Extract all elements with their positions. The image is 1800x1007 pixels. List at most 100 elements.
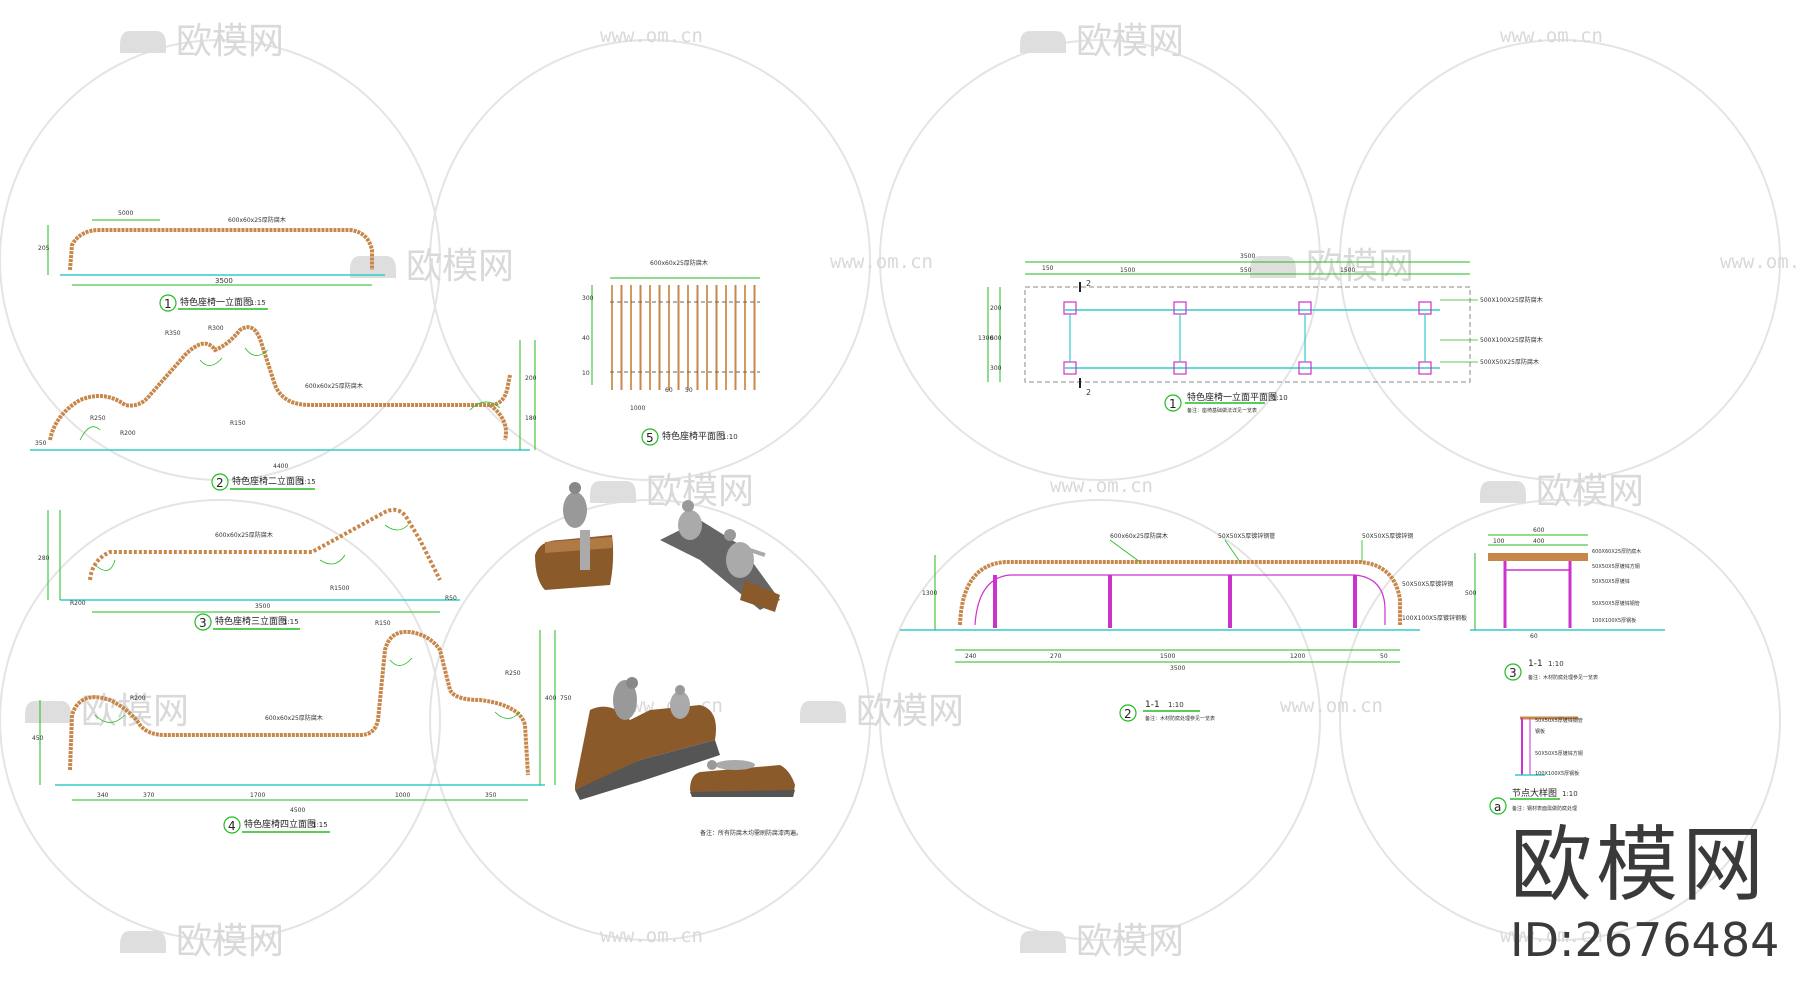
view-number: 2 [216,476,224,490]
sofa-logo-icon [590,481,636,503]
dim-text: 3500 [255,603,270,610]
material-label: 100X100X5厚钢板 [1535,770,1579,777]
view-scale: 1:10 [1168,701,1184,709]
dim-text: 300 [582,295,594,302]
sofa-logo-icon [1020,31,1066,53]
dim-text: R200 [70,600,86,607]
dim-text: 40 [582,335,590,342]
right-view-a-detail: 50X50X5厚镀锌钢管 钢板 50X50X5厚镀锌方钢 100X100X5厚钢… [1489,716,1583,815]
view-number: 5 [646,431,654,445]
bench-2-profile [48,325,512,441]
dim-text: R200 [120,430,136,437]
bench-3d-render-4 [690,760,795,797]
sofa-logo-icon [120,931,166,953]
material-label: 100X100X5厚镀锌钢板 [1402,614,1467,622]
dim-text: 270 [1050,653,1062,660]
post-footing [1418,301,1432,375]
post-footing [1063,301,1077,375]
right-view-2-section: 600x60x25厚防腐木 50X50X5厚镀锌钢管 50X50X5厚镀锌钢 5… [900,532,1467,722]
dim-text: 750 [560,695,572,702]
view-title: 特色座椅平面图 [662,430,725,442]
dim-text: 350 [35,440,47,447]
sofa-logo-icon [1250,256,1296,278]
material-text: 600x60x25厚防腐木 [305,382,363,390]
watermark-site-name: 欧模网 [1076,921,1184,962]
dim-text: 4500 [290,807,305,814]
view-note: 备注：座椅基础做法详见一览表 [1187,407,1257,414]
dim-text: R150 [230,420,246,427]
watermark-mark: 欧模网 [1020,21,1184,62]
dim-text: 280 [38,555,50,562]
dim-text: 150 [1042,265,1054,272]
watermark-site-name: 欧模网 [646,471,754,512]
view-title: 特色座椅一立面平面图 [1187,391,1277,403]
view-number-badge [159,294,177,312]
watermark-url: www.om.cn [830,251,933,273]
view-number: 4 [228,819,236,833]
dim-text: 1700 [250,792,265,799]
view-note: 备注：钢材表面需做防腐处理 [1512,805,1577,812]
watermark-mark: 欧模网 [1020,921,1184,962]
dim-text: 600 [1533,527,1545,534]
dim-text: 100 [1493,538,1505,545]
watermark-url: www.om.cn [600,25,703,47]
material-text: 600x60x25厚防腐木 [228,216,286,224]
dim-text: 1500 [1340,267,1355,274]
watermark-site-name: 欧模网 [176,21,284,62]
view-scale: 1:15 [283,618,299,626]
view-1-elevation: 3500 600x60x25厚防腐木 5000 205 1 特色座椅一立面图 1… [38,210,385,312]
material-label: 500X50X25厚防腐木 [1480,358,1539,366]
right-view-1-plan: 2 2 150 3500 1500 1500 550 200 600 300 1… [978,253,1543,414]
dim-text: 3500 [215,277,233,285]
dim-text: 1300 [922,590,937,597]
watermark-mark: 欧模网 [1480,471,1644,512]
view-number-badge [641,428,659,446]
view-title: 特色座椅二立面图 [232,475,304,487]
watermark-mark: 欧模网 [350,246,514,287]
watermark-url: www.om.cn [1050,475,1153,497]
bench-3d-render-1 [535,482,614,590]
dim-text: 1000 [395,792,410,799]
view-number-badge [1164,394,1182,412]
dim-text: 1500 [1120,267,1135,274]
right-view-3-section: 600 400 100 500 60 600X60X25厚防腐木 50X50X5… [1465,527,1665,681]
dim-text: 500 [1465,590,1477,597]
material-label: 600X60X25厚防腐木 [1592,548,1641,555]
dim-text: 200 [990,305,1002,312]
dim-text: 60 [1530,633,1538,640]
dim-text: 50 [1380,653,1388,660]
bench-3-profile [88,507,442,581]
view-number-badge [223,816,241,834]
dim-text: 3500 [1170,665,1185,672]
post-footing [1298,301,1312,375]
post-footing [1173,301,1187,375]
view-title: 1-1 [1528,659,1543,669]
view-scale: 1:10 [1272,394,1288,402]
view-number-badge [1489,797,1507,815]
material-label: 50X50X5厚镀锌钢 [1402,580,1453,588]
dim-text: 350 [485,792,497,799]
dim-text: 240 [965,653,977,660]
sofa-logo-icon [800,701,846,723]
dim-text: R350 [165,330,181,337]
material-label: 50X50X5厚镀锌钢管 [1592,600,1640,607]
dim-text: R1500 [330,585,350,592]
inner-frame [974,574,1386,626]
dim-text: 1200 [1290,653,1305,660]
leader-line [1109,539,1141,563]
dim-text: 180 [525,415,537,422]
frame-post-group [993,575,1357,628]
watermark-url: www.om.cn [1500,925,1603,947]
section-mark: 2 [1086,279,1091,288]
material-label: 100X100X5厚钢板 [1592,617,1636,624]
seat-top [1488,553,1588,561]
dim-text: 400 [545,695,557,702]
dim-text: 5000 [118,210,133,217]
dim-text: 400 [1533,538,1545,545]
left-drawing-sheet: 3500 600x60x25厚防腐木 5000 205 1 特色座椅一立面图 1… [30,210,802,837]
view-number-badge [194,613,212,631]
view-title: 特色座椅四立面图 [244,818,316,830]
dim-text: R300 [208,325,224,332]
view-3-elevation: 600x60x25厚防腐木 280 R200 R1500 R50 3500 3 … [38,507,460,631]
